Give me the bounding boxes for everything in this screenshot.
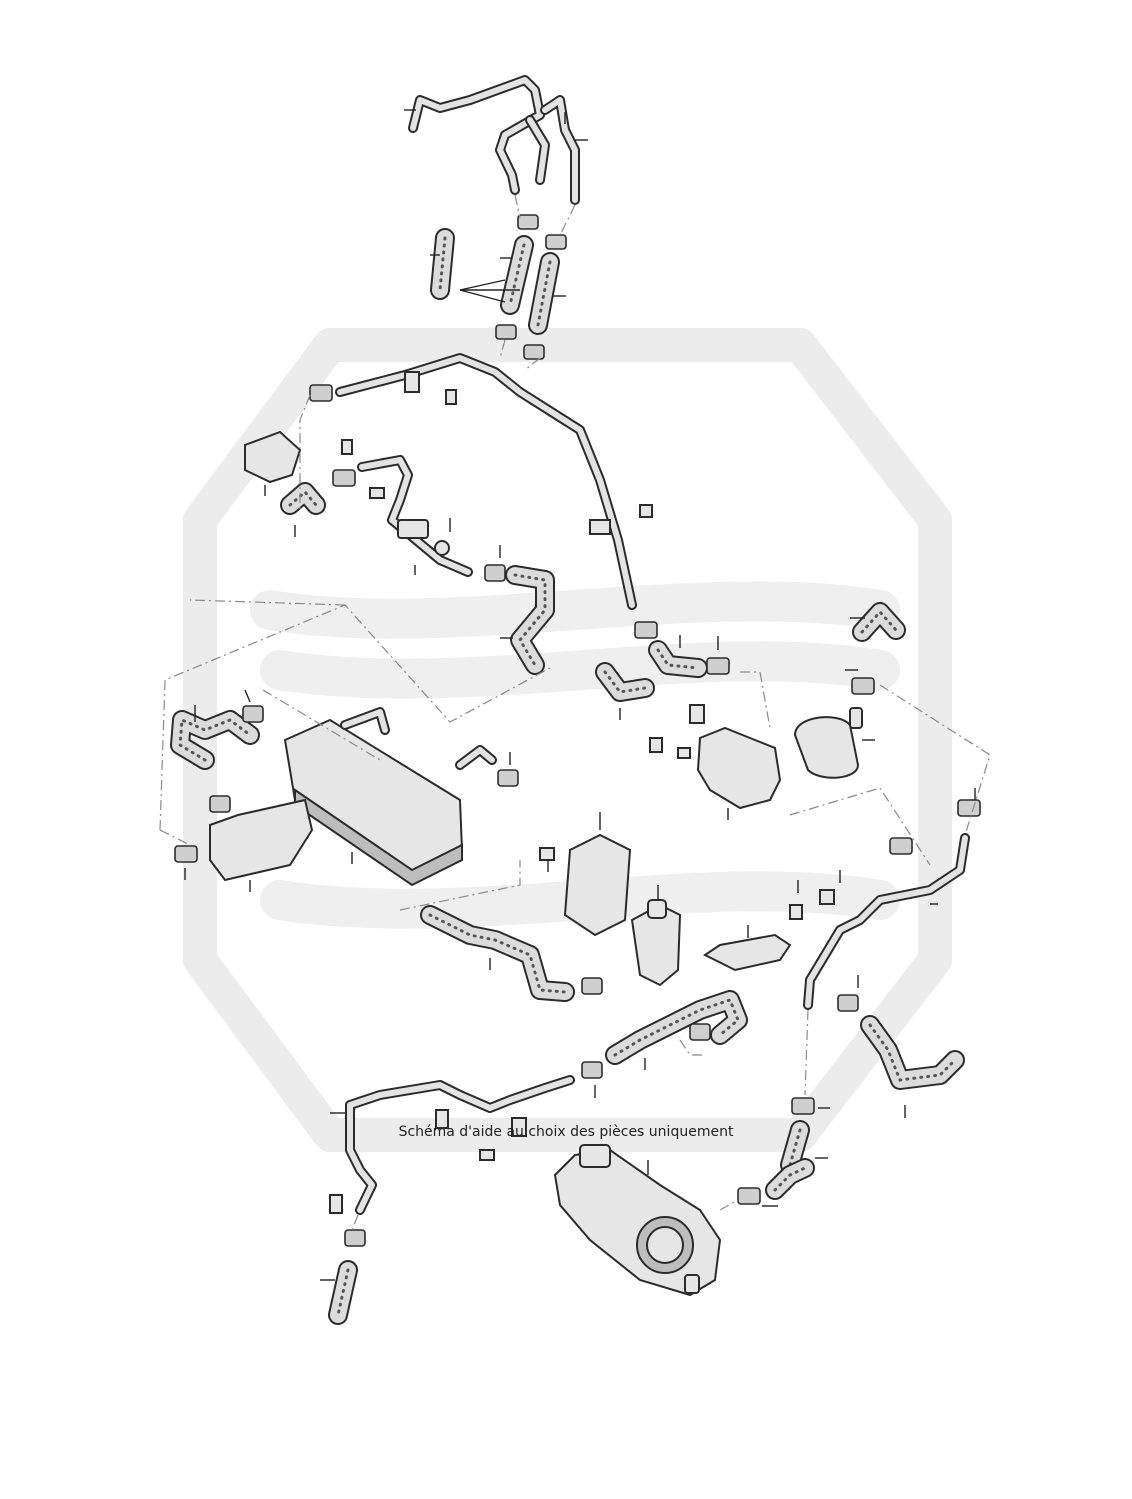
assembly-guide-lines	[159, 194, 991, 1231]
electric-pump	[649, 704, 875, 820]
left-upper-parts	[244, 430, 473, 577]
lower-hoses	[420, 905, 748, 1098]
top-pipe-assembly	[404, 75, 588, 205]
diagram-caption: Schéma d'aide au choix des pièces unique…	[398, 1124, 734, 1140]
main-coolant-pipe	[309, 353, 653, 610]
lower-left-pipe	[320, 1075, 575, 1325]
right-lower-pipe	[803, 788, 981, 1118]
top-hoses	[430, 214, 567, 360]
thermostat-housing	[553, 1097, 830, 1297]
middle-hoses	[484, 545, 906, 720]
valve-and-shield	[539, 812, 841, 987]
oil-cooler-block	[170, 689, 519, 892]
